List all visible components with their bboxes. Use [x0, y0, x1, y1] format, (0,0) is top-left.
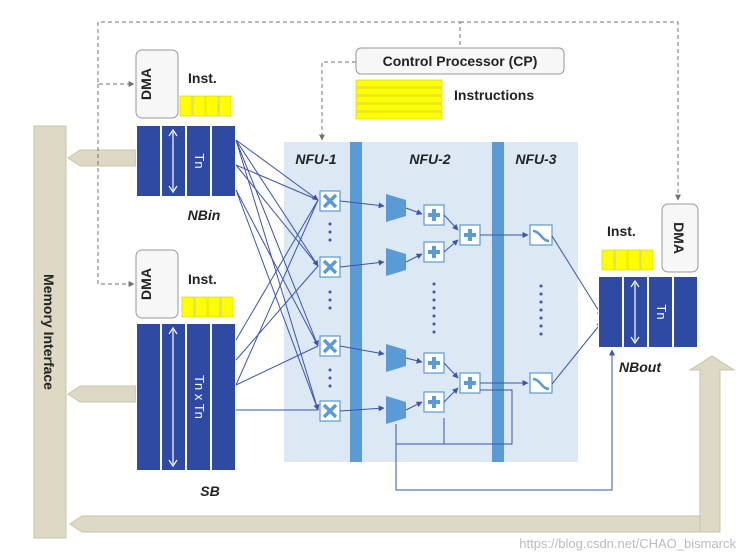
- reduction-units: [386, 194, 406, 424]
- nbin-inst-slots: [179, 95, 232, 117]
- nfu2-label: NFU-2: [409, 151, 450, 167]
- sb-label: SB: [200, 483, 219, 499]
- nbin-buffer: Tn: [136, 125, 236, 197]
- output-wires: [395, 235, 615, 491]
- vertical-ellipsis: [432, 282, 436, 334]
- sb-dma: DMA: [135, 249, 179, 319]
- nbin-tn-label: Tn: [192, 153, 207, 168]
- plus-icon: [423, 352, 445, 374]
- plus-icon: [423, 241, 445, 263]
- multiplier-units: [319, 190, 341, 422]
- sb-tn-label: Tn x Tn: [192, 375, 207, 419]
- plus-icon: [423, 204, 445, 226]
- control-lines: [97, 21, 681, 287]
- nbout-tn-label: Tn: [654, 304, 669, 319]
- multiply-icon: [319, 400, 341, 422]
- plus-icon: [459, 224, 481, 246]
- instruction-stack: Instructions: [355, 79, 534, 120]
- sb-inst-slots: [181, 296, 234, 318]
- control-processor: Control Processor (CP): [355, 47, 565, 75]
- nfu1-to-nfu2-wires: [339, 200, 385, 412]
- trapezoid-unit: [386, 396, 406, 424]
- nbin-dma: DMA: [135, 49, 179, 119]
- memory-arrows: [67, 149, 736, 533]
- multiply-icon: [319, 256, 341, 278]
- multiply-icon: [319, 335, 341, 357]
- activation-units: [529, 224, 553, 394]
- input-wires: [235, 139, 320, 411]
- adder-units: [423, 204, 481, 413]
- nbin-inst-label: Inst.: [188, 70, 217, 86]
- nbout-buffer: Tn: [598, 276, 698, 348]
- control-processor-label: Control Processor (CP): [383, 53, 538, 69]
- vertical-ellipsis: [328, 222, 332, 388]
- nfu1-label: NFU-1: [295, 151, 336, 167]
- memory-interface: Memory Interface: [33, 125, 67, 539]
- nbin-label: NBin: [188, 207, 221, 223]
- sb-buffer: Tn x Tn: [136, 323, 236, 471]
- nbout-label: NBout: [619, 359, 662, 375]
- sigmoid-icon: [529, 372, 553, 394]
- nbin-dma-label: DMA: [138, 68, 154, 100]
- trapezoid-unit: [386, 194, 406, 222]
- memory-interface-label: Memory Interface: [41, 274, 57, 390]
- trapezoid-to-adder-wires: [405, 207, 423, 411]
- sb-inst-label: Inst.: [188, 271, 217, 287]
- trapezoid-unit: [386, 248, 406, 276]
- nbout-inst-slots: [601, 249, 654, 271]
- watermark: https://blog.csdn.net/CHAO_bismarck: [519, 536, 736, 551]
- vertical-ellipsis: [539, 284, 543, 336]
- nfu3-label: NFU-3: [515, 151, 556, 167]
- sb-dma-label: DMA: [138, 268, 154, 300]
- nbout-dma: DMA: [661, 203, 699, 273]
- multiply-icon: [319, 190, 341, 212]
- instructions-label: Instructions: [454, 87, 534, 103]
- plus-icon: [423, 391, 445, 413]
- nbout-dma-label: DMA: [671, 222, 687, 254]
- trapezoid-unit: [386, 344, 406, 372]
- nbout-inst-label: Inst.: [607, 223, 636, 239]
- plus-icon: [459, 372, 481, 394]
- sigmoid-icon: [529, 224, 553, 246]
